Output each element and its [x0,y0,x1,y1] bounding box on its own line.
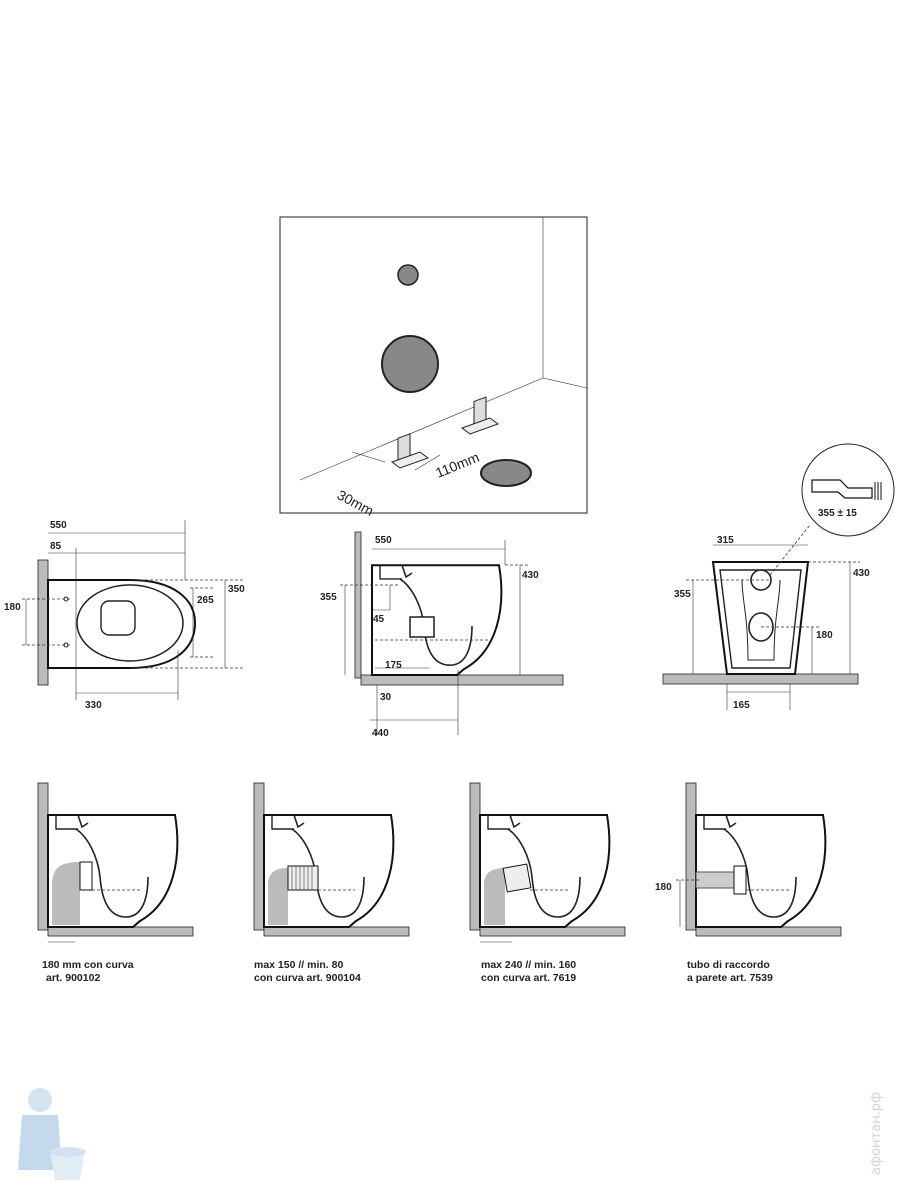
side-view: 550 430 355 45 175 30 440 [320,531,564,739]
dim-550: 550 [375,535,392,546]
dim-265: 265 [197,595,214,606]
dim-350: 350 [228,584,245,595]
dim-440: 440 [372,728,389,739]
dim-315: 315 [717,535,734,546]
dim-430: 430 [853,568,870,579]
front-view: 355 ± 15 315 430 355 180 165 [662,443,895,711]
dim-355: 355 [320,592,337,603]
dim-45: 45 [373,614,385,625]
variant-1: 180 mm con curva art. 900102 [37,782,194,984]
dim-330: 330 [85,700,102,711]
inset-tolerance: 355 ± 15 [818,508,857,519]
dim-550: 550 [50,520,67,531]
dim-180: 180 [4,602,21,613]
variant-4: 180 tubo di raccordo a parete art. 7539 [655,782,842,984]
variant-caption: 180 mm con curva [42,959,134,971]
dim-175: 175 [385,660,402,671]
variant-caption: a parete art. 7539 [687,972,773,984]
dim-165: 165 [733,700,750,711]
water-inlet [397,264,419,286]
drain-outlet-wall [381,335,439,393]
dim-430: 430 [522,570,539,581]
dim-180: 180 [655,882,672,893]
dim-30: 30 [380,692,392,703]
dim-85: 85 [50,541,62,552]
dim-355: 355 [674,589,691,600]
variant-3: max 240 // min. 160 con curva art. 7619 [469,782,626,984]
variant-caption: con curva art. 7619 [481,972,576,984]
plan-view: 550 85 180 350 265 330 [4,520,245,711]
variant-caption: max 240 // min. 160 [481,959,576,971]
variant-caption: max 150 // min. 80 [254,959,343,971]
floor-drain [480,459,532,487]
dim-30mm: 30mm [335,487,377,519]
mounting-bracket [390,433,430,469]
variant-2: max 150 // min. 80 con curva art. 900104 [253,782,410,984]
variant-caption: tubo di raccordo [687,959,770,971]
mounting-bracket [460,396,500,435]
dim-110mm: 110mm [433,449,481,481]
installation-perspective: 30mm 110mm [279,216,588,519]
watermark: афонтан.рф [869,1092,884,1175]
plumber-logo [18,1088,86,1180]
dim-180: 180 [816,630,833,641]
variant-caption: con curva art. 900104 [254,972,361,984]
variant-caption: art. 900102 [46,972,100,984]
